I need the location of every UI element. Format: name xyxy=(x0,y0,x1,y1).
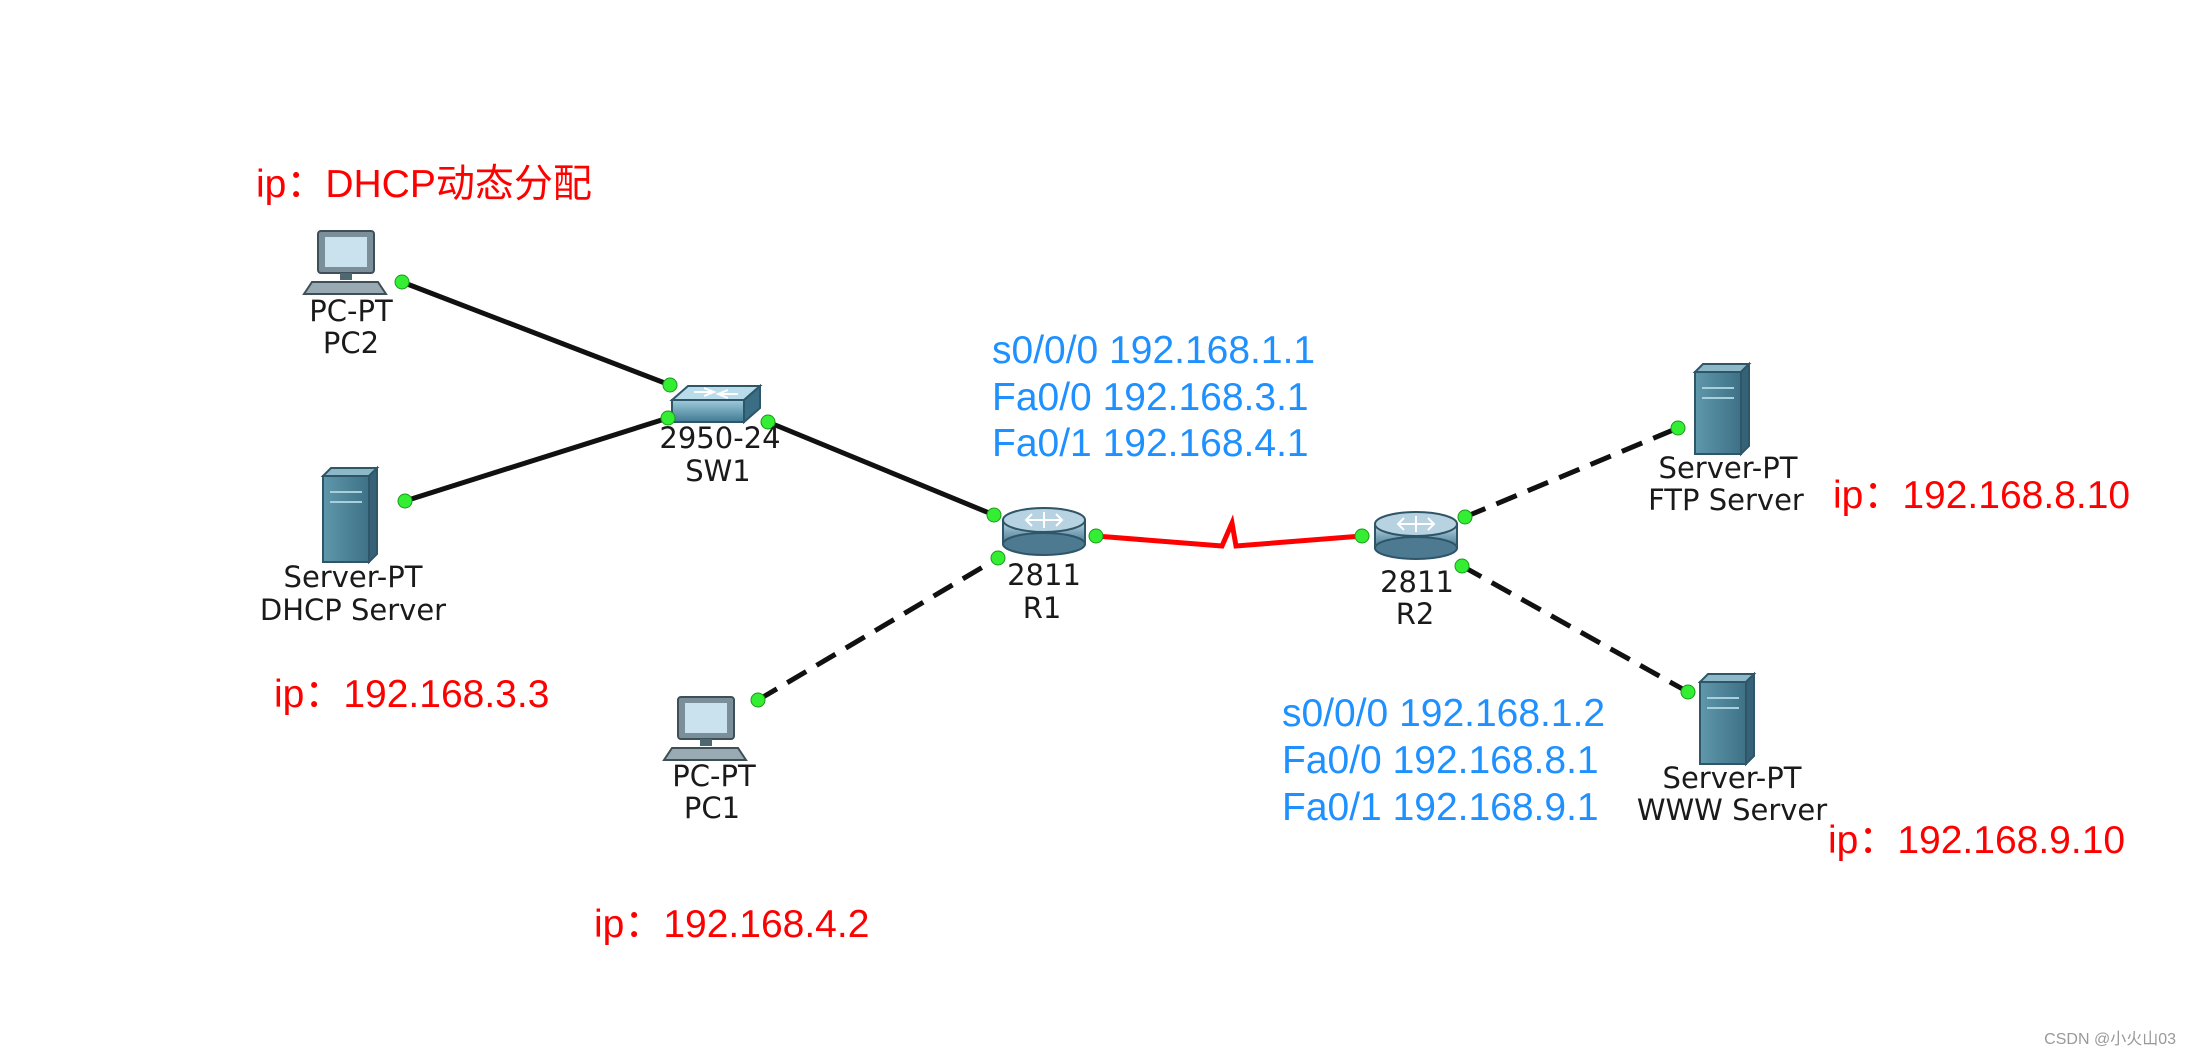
server-icon[interactable] xyxy=(1697,671,1757,767)
ip-annotations: ip：DHCP动态分配 ip：192.168.3.3 ip：192.168.4.… xyxy=(256,163,2130,946)
dhcp-server-name-label: DHCP Server xyxy=(260,593,446,627)
port-status-dots xyxy=(394,274,1696,708)
r1-config-line: s0/0/0 192.168.1.1 xyxy=(992,329,1315,372)
switch-icon[interactable] xyxy=(669,383,763,425)
ftp-server-type-label: Server-PT xyxy=(1659,451,1798,485)
watermark: CSDN @小火山03 xyxy=(2044,1030,2176,1048)
pc-icon[interactable] xyxy=(302,230,388,295)
pc-icon[interactable] xyxy=(662,696,748,761)
ftp-server-ip-note: ip：192.168.8.10 xyxy=(1833,474,2130,517)
sw1-type-label: 2950-24 xyxy=(659,421,780,455)
link-r2-ftp xyxy=(1464,425,1679,520)
port-up-icon xyxy=(1680,684,1696,700)
ftp-server-name-label: FTP Server xyxy=(1648,483,1804,517)
r2-config-line: Fa0/0 192.168.8.1 xyxy=(1282,739,1599,782)
dhcp-server-type-label: Server-PT xyxy=(284,560,423,594)
r1-config-line: Fa0/0 192.168.3.1 xyxy=(992,376,1309,419)
port-up-icon xyxy=(760,414,776,430)
www-server-type-label: Server-PT xyxy=(1663,761,1802,795)
port-up-icon xyxy=(1670,420,1686,436)
port-up-icon xyxy=(662,377,678,393)
server-icon[interactable] xyxy=(1692,361,1752,457)
port-up-icon xyxy=(990,550,1006,566)
r2-config-line: s0/0/0 192.168.1.2 xyxy=(1282,692,1605,735)
links xyxy=(401,279,1690,703)
port-up-icon xyxy=(986,507,1002,523)
link-pc1-r1 xyxy=(756,555,1000,703)
pc1-name-label: PC1 xyxy=(684,791,740,825)
r1-name-label: R1 xyxy=(1023,591,1062,625)
link-sw1-r1 xyxy=(767,419,995,518)
port-up-icon xyxy=(397,493,413,509)
device-labels: PC-PT PC2 Server-PT DHCP Server 2950-24 … xyxy=(260,294,1827,827)
port-up-icon xyxy=(1088,528,1104,544)
r1-type-label: 2811 xyxy=(1007,558,1081,592)
dhcp-server-ip-note: ip：192.168.3.3 xyxy=(274,673,549,716)
port-up-icon xyxy=(1354,528,1370,544)
pc2-name-label: PC2 xyxy=(323,326,379,360)
link-pc2-sw1 xyxy=(401,279,671,388)
sw1-name-label: SW1 xyxy=(685,454,751,488)
www-server-ip-note: ip：192.168.9.10 xyxy=(1828,819,2125,862)
router-icon[interactable] xyxy=(1374,511,1458,560)
port-up-icon xyxy=(1457,509,1473,525)
r2-name-label: R2 xyxy=(1396,597,1435,631)
pc2-ip-note: ip：DHCP动态分配 xyxy=(256,163,592,206)
router-icon[interactable] xyxy=(1002,507,1086,556)
port-up-icon xyxy=(1454,558,1470,574)
pc2-type-label: PC-PT xyxy=(309,294,393,328)
r2-config-line: Fa0/1 192.168.9.1 xyxy=(1282,786,1599,829)
link-dhcp-sw1 xyxy=(404,415,669,504)
link-r1-r2-serial xyxy=(1095,514,1363,549)
r2-type-label: 2811 xyxy=(1380,565,1454,599)
port-up-icon xyxy=(750,692,766,708)
link-r2-www xyxy=(1460,563,1690,695)
port-up-icon xyxy=(394,274,410,290)
pc1-ip-note: ip：192.168.4.2 xyxy=(594,903,869,946)
r1-config-line: Fa0/1 192.168.4.1 xyxy=(992,422,1309,465)
port-up-icon xyxy=(660,410,676,426)
pc1-type-label: PC-PT xyxy=(672,759,756,793)
www-server-name-label: WWW Server xyxy=(1637,793,1827,827)
server-icon[interactable] xyxy=(320,465,380,565)
